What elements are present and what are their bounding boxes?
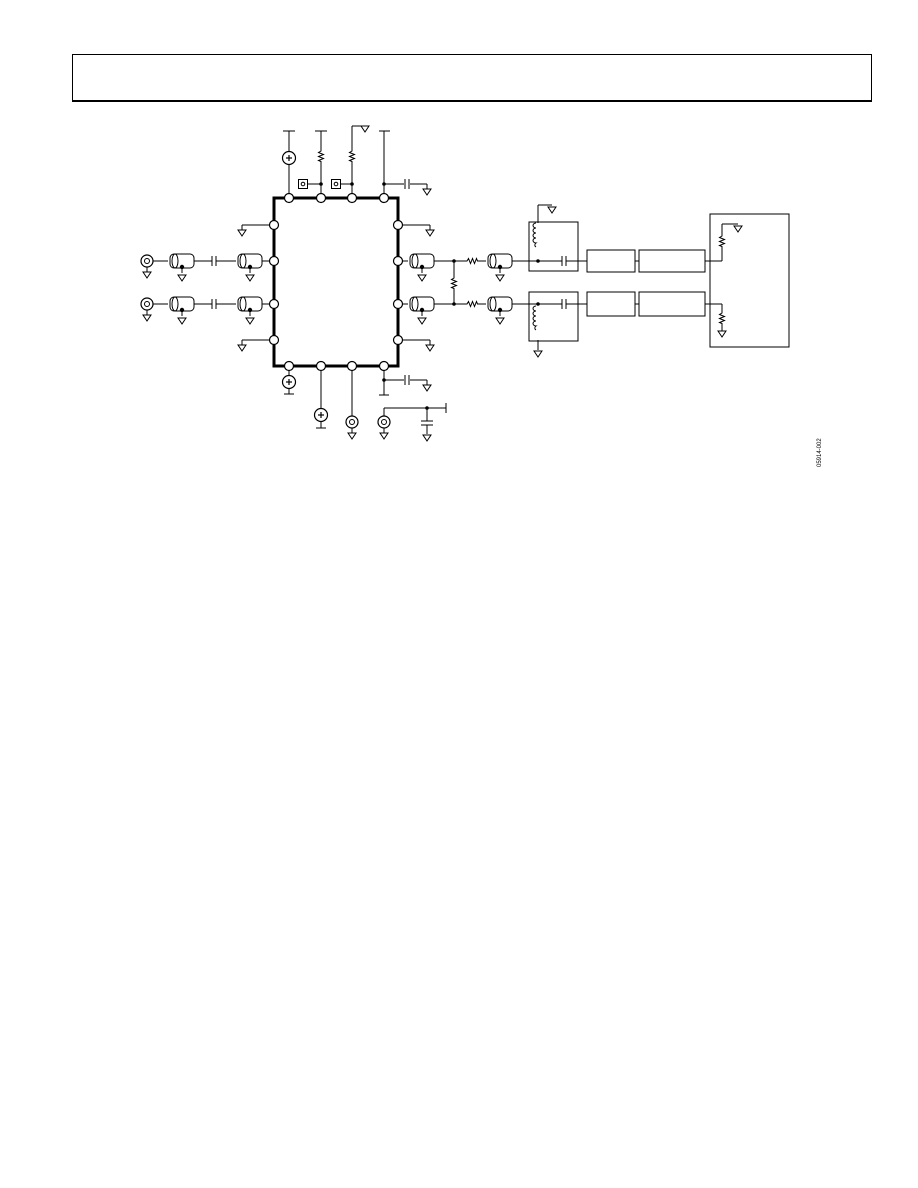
ground-icon [237, 229, 247, 237]
transformer-coil-icon [532, 222, 537, 248]
figure-id-label: 05914-002 [817, 438, 823, 467]
sma-connector-icon [346, 416, 358, 439]
ground-icon [425, 229, 435, 237]
coax-cable-icon [238, 297, 262, 324]
attenuator-block [638, 249, 706, 273]
ground-icon [533, 350, 543, 358]
resistor-icon [349, 147, 355, 165]
ground-icon [360, 125, 370, 133]
page-header-box [72, 54, 872, 102]
shunt-resistor-icon [451, 274, 457, 292]
balun-transformer-top [528, 204, 579, 272]
device-package [268, 192, 404, 372]
dc-block-capacitor-icon [211, 298, 217, 310]
coax-cable-icon [170, 254, 194, 281]
resistor-icon [318, 147, 324, 165]
jumper-icon [298, 179, 308, 189]
dc-block-capacitor-icon [211, 255, 217, 267]
sma-connector-icon [378, 416, 390, 439]
termination-resistor-icon [719, 309, 725, 327]
ground-icon [717, 330, 727, 338]
balun-transformer-bottom [528, 291, 579, 358]
dc-supply-icon [281, 374, 297, 390]
ground-icon [422, 434, 432, 442]
dc-supply-icon [281, 150, 297, 166]
ground-icon [422, 384, 432, 392]
coax-cable-icon [488, 254, 512, 281]
coax-cable-icon [238, 254, 262, 281]
coax-cable-icon [488, 297, 512, 324]
transformer-coil-icon [532, 305, 537, 331]
attenuator-block [638, 291, 706, 317]
ground-icon [547, 206, 557, 214]
coax-cable-icon [410, 254, 434, 281]
ground-icon [425, 344, 435, 352]
series-resistor-icon [463, 301, 481, 307]
dc-block-capacitor-icon [561, 255, 567, 267]
spectrum-analyzer-box [709, 213, 790, 348]
coax-cable-icon [170, 297, 194, 324]
bottom-connections [284, 370, 447, 434]
dc-block-capacitor-icon [561, 298, 567, 310]
jumper-icon [331, 179, 341, 189]
output-network [402, 223, 738, 345]
filter-block [586, 291, 636, 317]
sma-connector-icon [141, 298, 153, 321]
ground-icon [422, 188, 432, 196]
dc-supply-icon [313, 407, 329, 423]
filter-block [586, 249, 636, 273]
sma-connector-icon [141, 255, 153, 278]
ground-icon [237, 344, 247, 352]
ground-icon [733, 225, 743, 233]
decoupling-capacitor-icon [404, 374, 410, 386]
series-resistor-icon [463, 258, 481, 264]
decoupling-capacitor-icon [404, 178, 410, 190]
termination-resistor-icon [719, 232, 725, 250]
coax-cable-icon [410, 297, 434, 324]
input-network [153, 224, 270, 345]
